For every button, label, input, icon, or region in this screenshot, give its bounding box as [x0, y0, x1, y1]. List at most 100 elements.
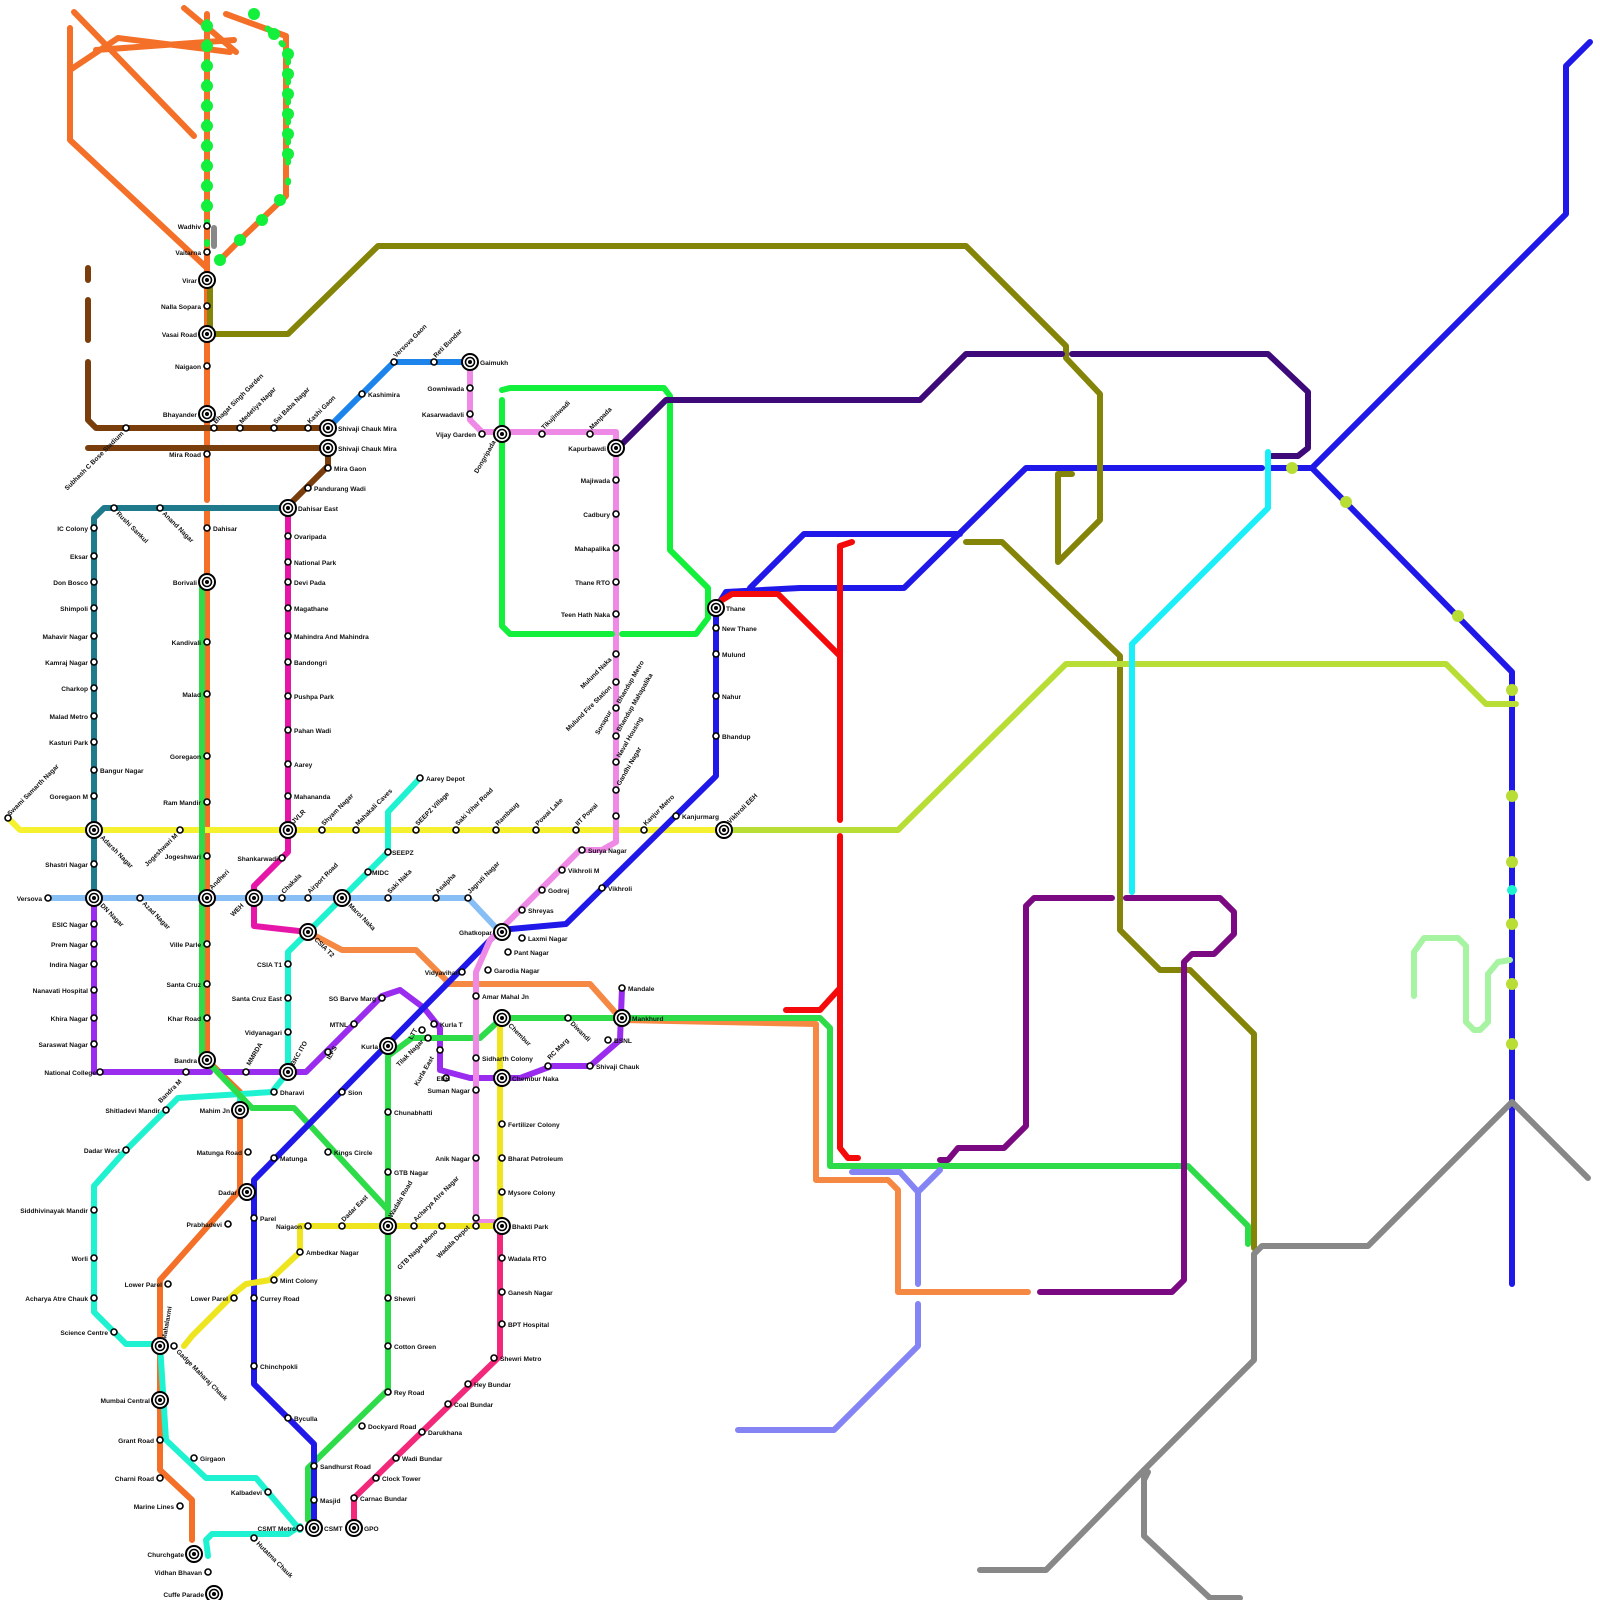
interchange-shivaji-chauk-mira-1[interactable] — [320, 420, 336, 436]
label-sidharth-colony: Sidharth Colony — [482, 1056, 533, 1063]
label-pahan-wadi: Pahan Wadi — [294, 728, 331, 735]
label-kashimira: Kashimira — [368, 392, 400, 399]
label-dadar: Dadar — [218, 1190, 237, 1197]
label-ganesh-nagar: Ganesh Nagar — [508, 1290, 553, 1297]
label-prem-nagar: Prem Nagar — [51, 942, 88, 949]
label-vidyavihar: Vidyavihar — [425, 970, 459, 977]
label-acharya-atre-nagar: Acharya Atre Nagar — [412, 1175, 461, 1224]
interchange-andheri[interactable] — [199, 890, 215, 906]
interchange-mahim-jn[interactable] — [232, 1102, 248, 1118]
label-mint-colony: Mint Colony — [280, 1278, 318, 1285]
interchange-chembur[interactable] — [494, 1010, 510, 1026]
interchange-churchgate[interactable] — [186, 1546, 202, 1562]
label-chinchpokli: Chinchpokli — [260, 1364, 298, 1371]
label-ambedkar-nagar: Ambedkar Nagar — [306, 1250, 359, 1257]
label-pant-nagar: Pant Nagar — [514, 950, 549, 957]
label-shitladevi-mandir: Shitladevi Mandir — [105, 1108, 160, 1115]
label-mira-road: Mira Road — [169, 452, 201, 459]
label-airport-road: Airport Road — [306, 862, 339, 895]
interchange-dn-nagar[interactable] — [86, 890, 102, 906]
interchange-gaimukh[interactable] — [462, 354, 478, 370]
interchange-thane[interactable] — [708, 600, 724, 616]
magenta-line — [254, 508, 308, 932]
label-andheri: Andheri — [208, 869, 231, 892]
label-chunabhatti: Chunabhatti — [394, 1110, 433, 1117]
interchange-ghatkopar[interactable] — [494, 924, 510, 940]
indigo-line — [618, 354, 1308, 456]
label-marine-lines: Marine Lines — [134, 1504, 175, 1511]
label-wadhiv: Wadhiv — [178, 224, 202, 231]
label-cuffe-parade: Cuffe Parade — [163, 1592, 204, 1599]
label-girgaon: Girgaon — [200, 1456, 225, 1463]
label-manpada: Manpada — [588, 406, 613, 431]
label-nanavati-hospital: Nanavati Hospital — [33, 988, 88, 995]
interchange-borivali[interactable] — [199, 574, 215, 590]
label-science-centre: Science Centre — [60, 1330, 108, 1337]
label-vaitarna: Vaitarna — [175, 250, 201, 257]
label-anik-nagar: Anik Nagar — [435, 1156, 470, 1163]
label-anand-nagar: Anand Nagar — [161, 510, 195, 544]
label-seepz-village: SEEPZ Village — [414, 791, 451, 828]
lime-station-dots — [1286, 462, 1518, 1050]
label-wadala-rto: Wadala RTO — [508, 1256, 546, 1263]
aqua-station-dot — [1507, 885, 1517, 895]
interchange-kapurbawdi[interactable] — [608, 440, 624, 456]
label-national-park: National Park — [294, 560, 336, 567]
interchange-csia-t2[interactable] — [300, 924, 316, 940]
interchange-virar[interactable] — [199, 272, 215, 288]
label-naigaon-w: Naigaon — [175, 364, 201, 371]
interchange-vasai-road[interactable] — [199, 326, 215, 342]
label-bhakti-park: Bhakti Park — [512, 1224, 549, 1231]
interchange-mankhurd[interactable] — [614, 1010, 630, 1026]
label-bkc-ito: BKC ITO — [290, 1040, 310, 1067]
label-ghatkopar: Ghatkopar — [459, 930, 492, 937]
label-sonapur: Sonapur — [594, 709, 614, 736]
label-hey-bundar: Hey Bundar — [474, 1382, 511, 1389]
label-teen-hath-naka: Teen Hath Naka — [561, 612, 610, 619]
label-kapurbawdi: Kapurbawdi — [568, 446, 606, 453]
label-cadbury: Cadbury — [583, 512, 610, 519]
bright-green-line — [502, 388, 708, 634]
interchange-kurla[interactable] — [380, 1038, 396, 1054]
label-ram-mandir: Ram Mandir — [163, 800, 201, 807]
interchange-bandra[interactable] — [199, 1052, 215, 1068]
label-laxmi-nagar: Laxmi Nagar — [528, 936, 568, 943]
interchange-dahisar-east[interactable] — [280, 500, 296, 516]
label-chembur: Chembur — [507, 1022, 533, 1048]
label-vikhroli: Vikhroli — [608, 886, 632, 893]
label-lower-parel-m: Lower Parel — [191, 1296, 229, 1303]
interchange-gpo[interactable] — [346, 1520, 362, 1536]
interchange-mumbai-central[interactable] — [152, 1392, 168, 1408]
label-eksar: Eksar — [70, 554, 88, 561]
label-magathane: Magathane — [294, 606, 329, 613]
transit-lines — [8, 8, 1590, 1598]
interchange-dadar[interactable] — [239, 1184, 255, 1200]
label-kasarwadavli: Kasarwadavli — [422, 412, 464, 419]
label-mahindra: Mahindra And Mahindra — [294, 634, 369, 641]
interchange-marol-naka[interactable] — [334, 890, 350, 906]
label-sewri-metro: Shewri Metro — [500, 1356, 541, 1363]
label-reti-bundar: Reti Bundar — [432, 328, 464, 360]
label-mtnl: MTNL — [330, 1022, 348, 1029]
label-shimpoli: Shimpoli — [60, 606, 88, 613]
label-charni-road: Charni Road — [115, 1476, 154, 1483]
label-versova: Versova — [17, 896, 43, 903]
interchange-wadala-road[interactable] — [380, 1218, 396, 1234]
interchange-csmt[interactable] — [306, 1520, 322, 1536]
label-bhayander: Bhayander — [163, 412, 198, 419]
label-khira-nagar: Khira Nagar — [51, 1016, 89, 1023]
interchange-dongripada[interactable] — [494, 426, 510, 442]
label-sai-baba-nagar: Sai Baba Nagar — [272, 386, 311, 425]
label-rushi-sankul: Rushi Sankul — [115, 510, 150, 545]
label-ramabaug: Rambaug — [494, 801, 520, 827]
interchange-bhakti-park[interactable] — [494, 1218, 510, 1234]
label-aarey-depot: Aarey Depot — [426, 776, 466, 783]
interchange-shivaji-chauk-mira-2[interactable] — [320, 440, 336, 456]
label-kurla: Kurla — [361, 1044, 378, 1051]
interchange-weh[interactable] — [246, 890, 262, 906]
interchange-adarsh-nagar[interactable] — [86, 822, 102, 838]
interchange-cuffe-parade[interactable] — [206, 1586, 222, 1600]
interchange-chembur-naka[interactable] — [494, 1070, 510, 1086]
label-carnac-bundar: Carnac Bundar — [360, 1496, 408, 1503]
label-grant-road: Grant Road — [118, 1438, 154, 1445]
